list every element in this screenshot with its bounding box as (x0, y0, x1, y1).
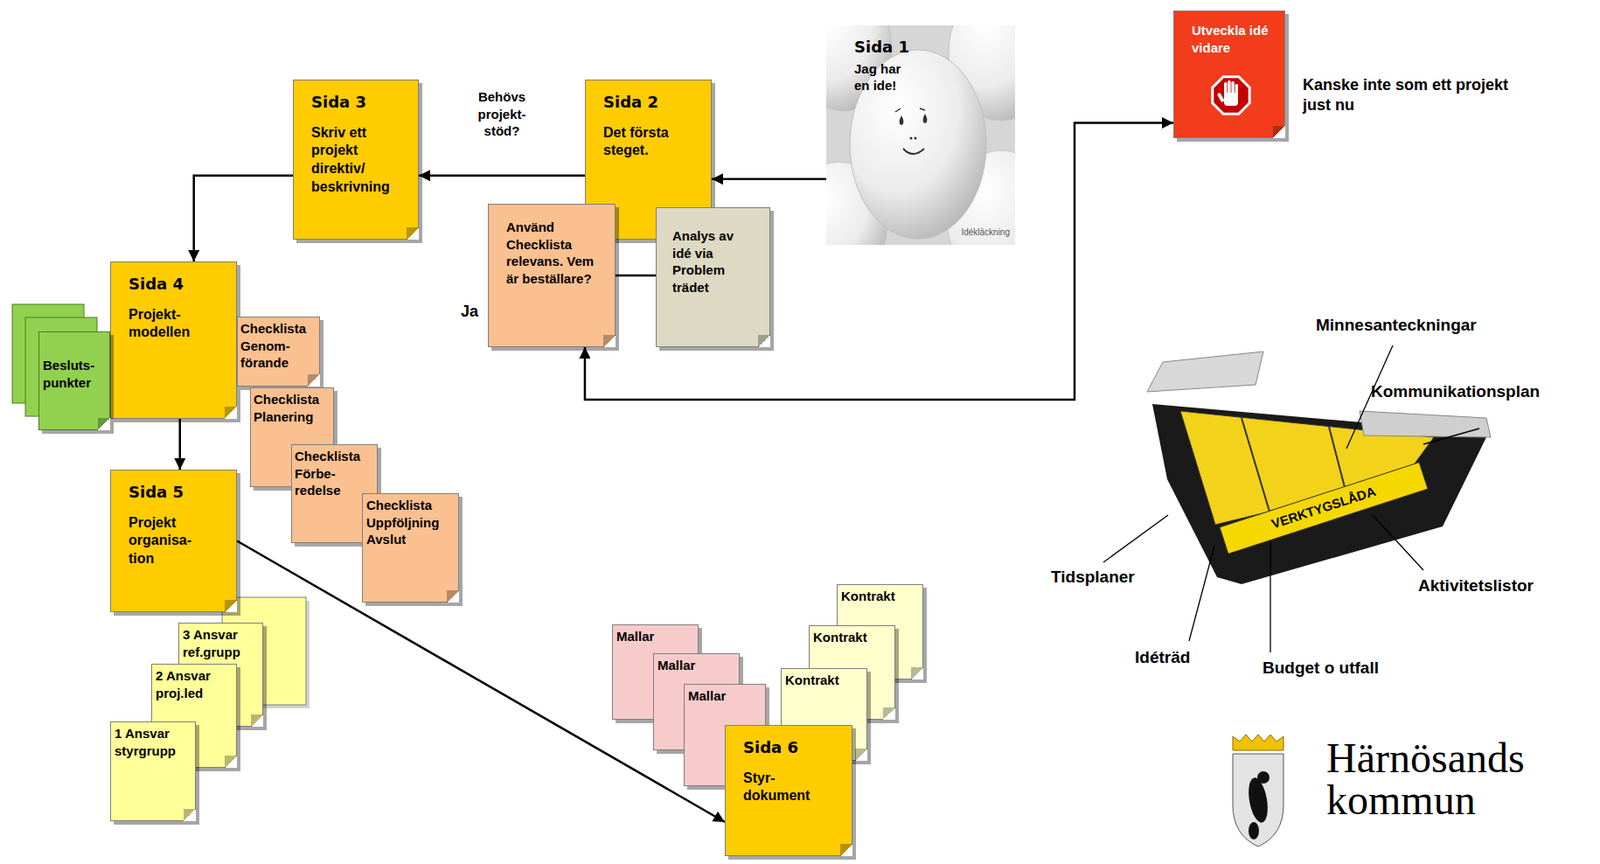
leader-line (1103, 514, 1169, 563)
hand-finger (1224, 82, 1227, 97)
egg-brow (895, 108, 926, 112)
egg-nose (914, 137, 918, 140)
analysis-note: Analys av idé via Problem trädet (655, 207, 771, 348)
connector-arrow (615, 274, 656, 278)
tray-divider (1328, 426, 1347, 494)
beaver-tail (1248, 821, 1260, 840)
toolbox-band (1219, 462, 1428, 555)
box-text: Utveckla idé vidare (1191, 21, 1278, 56)
tool-label: Budget o utfall (1262, 657, 1379, 679)
hand-palm (1224, 92, 1239, 106)
box-text: Mallar (657, 656, 736, 675)
box-text: 3 Ansvar ref.grupp (182, 626, 259, 661)
tool-label: Tidsplaner (1050, 566, 1135, 588)
connector-arrow (236, 541, 725, 823)
shield (1232, 753, 1284, 847)
decision-sheet: Besluts- punkter (38, 331, 111, 431)
box-text: Checklista Uppföljning Avslut (366, 496, 455, 549)
leader-line (1189, 545, 1215, 641)
beaver-head (1257, 771, 1270, 784)
connector-arrow (711, 177, 827, 181)
box-text: Checklista Genom- förande (240, 320, 317, 372)
box-text: 1 Ansvar styrgrupp (114, 724, 192, 759)
egg-eye (899, 115, 905, 126)
note-label: Kanske inte som ett projekt just nu (1302, 75, 1539, 115)
stop-note: Utveckla idé vidare (1173, 10, 1286, 139)
page-heading: Sida 4 (128, 274, 228, 294)
box-text: Analys av idé via Problem trädet (672, 227, 745, 296)
page-box: Sida 4 Projekt- modellen (110, 261, 237, 419)
box-text: Besluts- punkter (42, 356, 106, 391)
hand-finger (1231, 81, 1234, 97)
responsibility-sheet: 1 Ansvar styrgrupp (110, 721, 196, 821)
box-text: Checklista Förbe- redelse (294, 447, 375, 500)
hand-finger (1227, 80, 1231, 97)
box-text: Checklista Planering (253, 390, 331, 425)
logo-text: Härnösands kommun (1326, 737, 1589, 821)
box-text: Jag har en ide! (854, 60, 920, 95)
tray-divider (1241, 417, 1270, 512)
checklist-sheet: Checklista Uppföljning Avslut (361, 493, 460, 603)
box-text: Mallar (616, 627, 695, 646)
egg (849, 49, 987, 239)
page-heading: Sida 1 (854, 37, 1009, 57)
crown (1232, 734, 1284, 751)
connector-arrow (418, 174, 585, 178)
page-box: Sida 6 Styr- dokument (724, 724, 853, 856)
hand-finger (1235, 83, 1239, 97)
connector-arrow (179, 418, 182, 470)
leader-line (1423, 428, 1480, 445)
toolbox-lid (1147, 351, 1264, 392)
box-text: 2 Ansvar proj.led (155, 667, 233, 702)
hand-thumb (1217, 92, 1225, 104)
tool-label: Idéträd (1134, 646, 1190, 668)
stop-hand-icon (1212, 76, 1250, 114)
box-text: Projekt- modellen (128, 306, 212, 343)
page-heading: Sida 2 (603, 92, 703, 112)
tool-label: Kommunikationsplan (1370, 381, 1540, 403)
box-text: Kontrakt (813, 628, 891, 647)
egg-smile (903, 148, 925, 154)
box-text: Det första steget. (603, 124, 691, 161)
box-text: Projekt organisa- tion (128, 514, 212, 569)
idea-picture: Sida 1 Jag har en ide! Idékläckning (826, 25, 1016, 245)
box-text: Använd Checklista relevans. Vem är bestä… (506, 218, 596, 287)
egg-eye (923, 113, 928, 124)
tool-label: Aktivitetslistor (1418, 575, 1534, 597)
page-heading: Sida 3 (311, 92, 410, 112)
page-box: Sida 3 Skriv ett projekt direktiv/ beskri… (292, 79, 419, 240)
box-text: Mallar (688, 687, 762, 705)
box-text: Styr- dokument (743, 769, 827, 807)
tool-label: Minnesanteckningar (1315, 314, 1477, 336)
page-heading: Sida 5 (128, 482, 228, 502)
leader-line (1269, 541, 1271, 653)
photo-watermark: Idékläckning (960, 226, 1010, 238)
box-text: Kontrakt (785, 671, 863, 689)
checklist-note: Använd Checklista relevans. Vem är bestä… (487, 203, 616, 348)
connector-arrow (194, 175, 293, 262)
page-heading: Sida 6 (743, 737, 843, 758)
box-text: Skriv ett projekt direktiv/ beskrivning (311, 124, 406, 197)
stop-octagon (1212, 76, 1250, 114)
beaver (1245, 776, 1272, 825)
coat-of-arms (1232, 734, 1284, 847)
page-box: Sida 5 Projekt organisa- tion (110, 469, 237, 613)
checklist-sheet: Checklista Genom- förande (236, 316, 320, 387)
box-text: Kontrakt (841, 587, 919, 606)
edge-question: Behövs projekt- stöd? (465, 87, 539, 141)
toolbox-title: VERKTYGSLÅDA (1269, 483, 1378, 533)
toolbox-lid (1359, 410, 1491, 438)
egg-photo (826, 25, 1016, 245)
egg-nose (910, 137, 913, 140)
leader-line (1372, 514, 1424, 571)
answer-label: Ja (460, 301, 479, 322)
